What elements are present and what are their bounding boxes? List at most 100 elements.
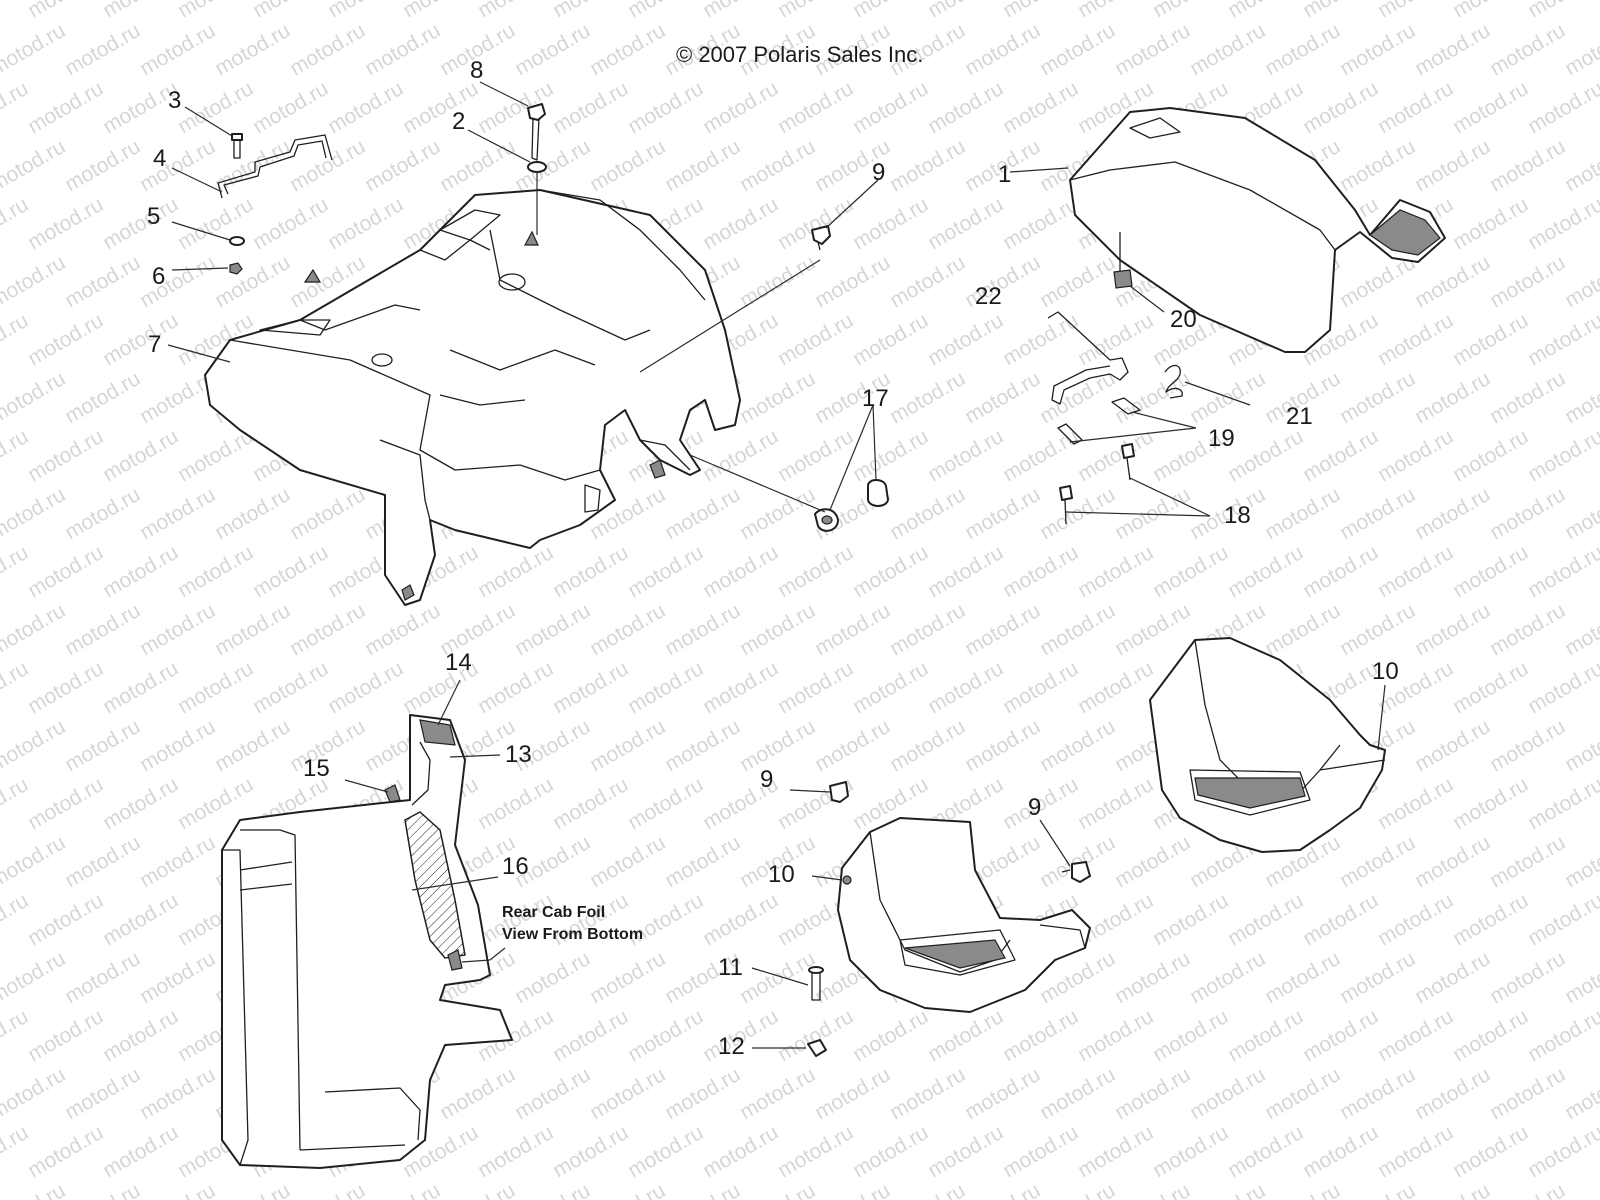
nut-12[interactable] [807, 1039, 827, 1057]
watermark-text: motod.ru [249, 0, 332, 22]
watermark-text: motod.ru [586, 831, 669, 892]
rear-cab-part[interactable] [204, 189, 741, 606]
watermark-text: motod.ru [1374, 0, 1457, 22]
watermark-text: motod.ru [0, 193, 32, 254]
watermark-text: motod.ru [1411, 251, 1494, 312]
pins-18[interactable] [1059, 443, 1135, 525]
watermark-text: motod.ru [1561, 135, 1600, 196]
callout-12: 12 [718, 1033, 745, 1060]
watermark-text: motod.ru [24, 309, 107, 370]
watermark-text: motod.ru [886, 483, 969, 544]
watermark-text: motod.ru [1449, 425, 1532, 486]
watermark-text: motod.ru [1411, 1063, 1494, 1124]
watermark-text: motod.ru [511, 947, 594, 1008]
watermark-text: motod.ru [99, 193, 182, 254]
watermark-text: motod.ru [886, 1179, 969, 1200]
watermark-text: motod.ru [361, 599, 444, 660]
watermark-text: motod.ru [511, 599, 594, 660]
watermark-text: motod.ru [961, 19, 1044, 80]
seat-part[interactable] [1069, 107, 1446, 353]
latch-bracket-22[interactable] [1047, 311, 1129, 405]
watermark-text: motod.ru [1374, 773, 1457, 834]
watermark-text: motod.ru [811, 715, 894, 776]
watermark-text: motod.ru [1111, 947, 1194, 1008]
watermark-text: motod.ru [699, 77, 782, 138]
watermark-text: motod.ru [1299, 1121, 1382, 1182]
strap-4[interactable] [217, 134, 333, 199]
watermark-text: motod.ru [1149, 889, 1232, 950]
screw-3[interactable] [231, 133, 243, 159]
leader-lines [167, 81, 1386, 1049]
footwell-right[interactable] [1149, 637, 1386, 853]
watermark-text: motod.ru [1411, 483, 1494, 544]
watermark-text: motod.ru [961, 715, 1044, 776]
watermark-text: motod.ru [1111, 599, 1194, 660]
watermark-text: motod.ru [1374, 77, 1457, 138]
watermark-text: motod.ru [0, 425, 32, 486]
watermark-text: motod.ru [999, 0, 1082, 22]
watermark-text: motod.ru [1524, 0, 1600, 22]
watermark-text: motod.ru [1374, 541, 1457, 602]
watermark-text: motod.ru [0, 541, 32, 602]
watermark-text: motod.ru [1411, 19, 1494, 80]
bumper-20[interactable] [1113, 269, 1133, 289]
watermark-text: motod.ru [999, 309, 1082, 370]
watermark-text: motod.ru [24, 657, 107, 718]
watermark-text: motod.ru [1374, 309, 1457, 370]
rear-cab-side-view[interactable] [221, 714, 513, 1169]
watermark-text: motod.ru [61, 715, 144, 776]
watermark-text: motod.ru [549, 1121, 632, 1182]
watermark-text: motod.ru [1411, 1179, 1494, 1200]
watermark-text: motod.ru [511, 1063, 594, 1124]
watermark-text: motod.ru [1561, 831, 1600, 892]
watermark-text: motod.ru [924, 425, 1007, 486]
watermark-text: motod.ru [324, 193, 407, 254]
latch-spring-21[interactable] [1164, 364, 1183, 399]
nut-6[interactable] [229, 262, 243, 275]
watermark-text: motod.ru [624, 657, 707, 718]
push-rivet-9-upper[interactable] [811, 225, 831, 251]
watermark-text: motod.ru [99, 1005, 182, 1066]
watermark-text: motod.ru [0, 657, 32, 718]
watermark-text: motod.ru [811, 251, 894, 312]
watermark-text: motod.ru [324, 77, 407, 138]
watermark-text: motod.ru [24, 1005, 107, 1066]
bolt-11[interactable] [808, 966, 824, 1001]
latch-plates-19[interactable] [1057, 397, 1141, 445]
watermark-text: motod.ru [999, 1121, 1082, 1182]
bolt-8[interactable] [527, 103, 546, 161]
watermark-text: motod.ru [324, 0, 407, 22]
watermark-text: motod.ru [1336, 367, 1419, 428]
watermark-text: motod.ru [61, 367, 144, 428]
watermark-text: motod.ru [1224, 425, 1307, 486]
watermark-text: motod.ru [61, 483, 144, 544]
watermark-text: motod.ru [699, 425, 782, 486]
callout-4: 4 [153, 145, 166, 172]
watermark-text: motod.ru [249, 541, 332, 602]
watermark-text: motod.ru [1561, 483, 1600, 544]
watermark-text: motod.ru [999, 193, 1082, 254]
watermark-text: motod.ru [211, 599, 294, 660]
push-rivet-9-mid[interactable] [829, 781, 849, 803]
washer-2[interactable] [527, 161, 547, 173]
footwell-left[interactable] [837, 817, 1091, 1013]
watermark-text: motod.ru [699, 889, 782, 950]
watermark-text: motod.ru [1486, 483, 1569, 544]
watermark-text: motod.ru [1261, 1179, 1344, 1200]
watermark-text: motod.ru [586, 1063, 669, 1124]
watermark-text: motod.ru [1036, 1063, 1119, 1124]
grommets-17[interactable] [814, 479, 889, 532]
watermark-text: motod.ru [1449, 77, 1532, 138]
watermark-text: motod.ru [99, 657, 182, 718]
push-rivet-9-right[interactable] [1061, 861, 1091, 883]
watermark-text: motod.ru [1374, 889, 1457, 950]
watermark-text: motod.ru [736, 1179, 819, 1200]
watermark-text: motod.ru [624, 1121, 707, 1182]
watermark-text: motod.ru [361, 19, 444, 80]
watermark-text: motod.ru [99, 1121, 182, 1182]
watermark-text: motod.ru [774, 77, 857, 138]
watermark-text: motod.ru [24, 889, 107, 950]
washer-5[interactable] [229, 236, 245, 246]
watermark-text: motod.ru [924, 193, 1007, 254]
watermark-text: motod.ru [661, 1179, 744, 1200]
